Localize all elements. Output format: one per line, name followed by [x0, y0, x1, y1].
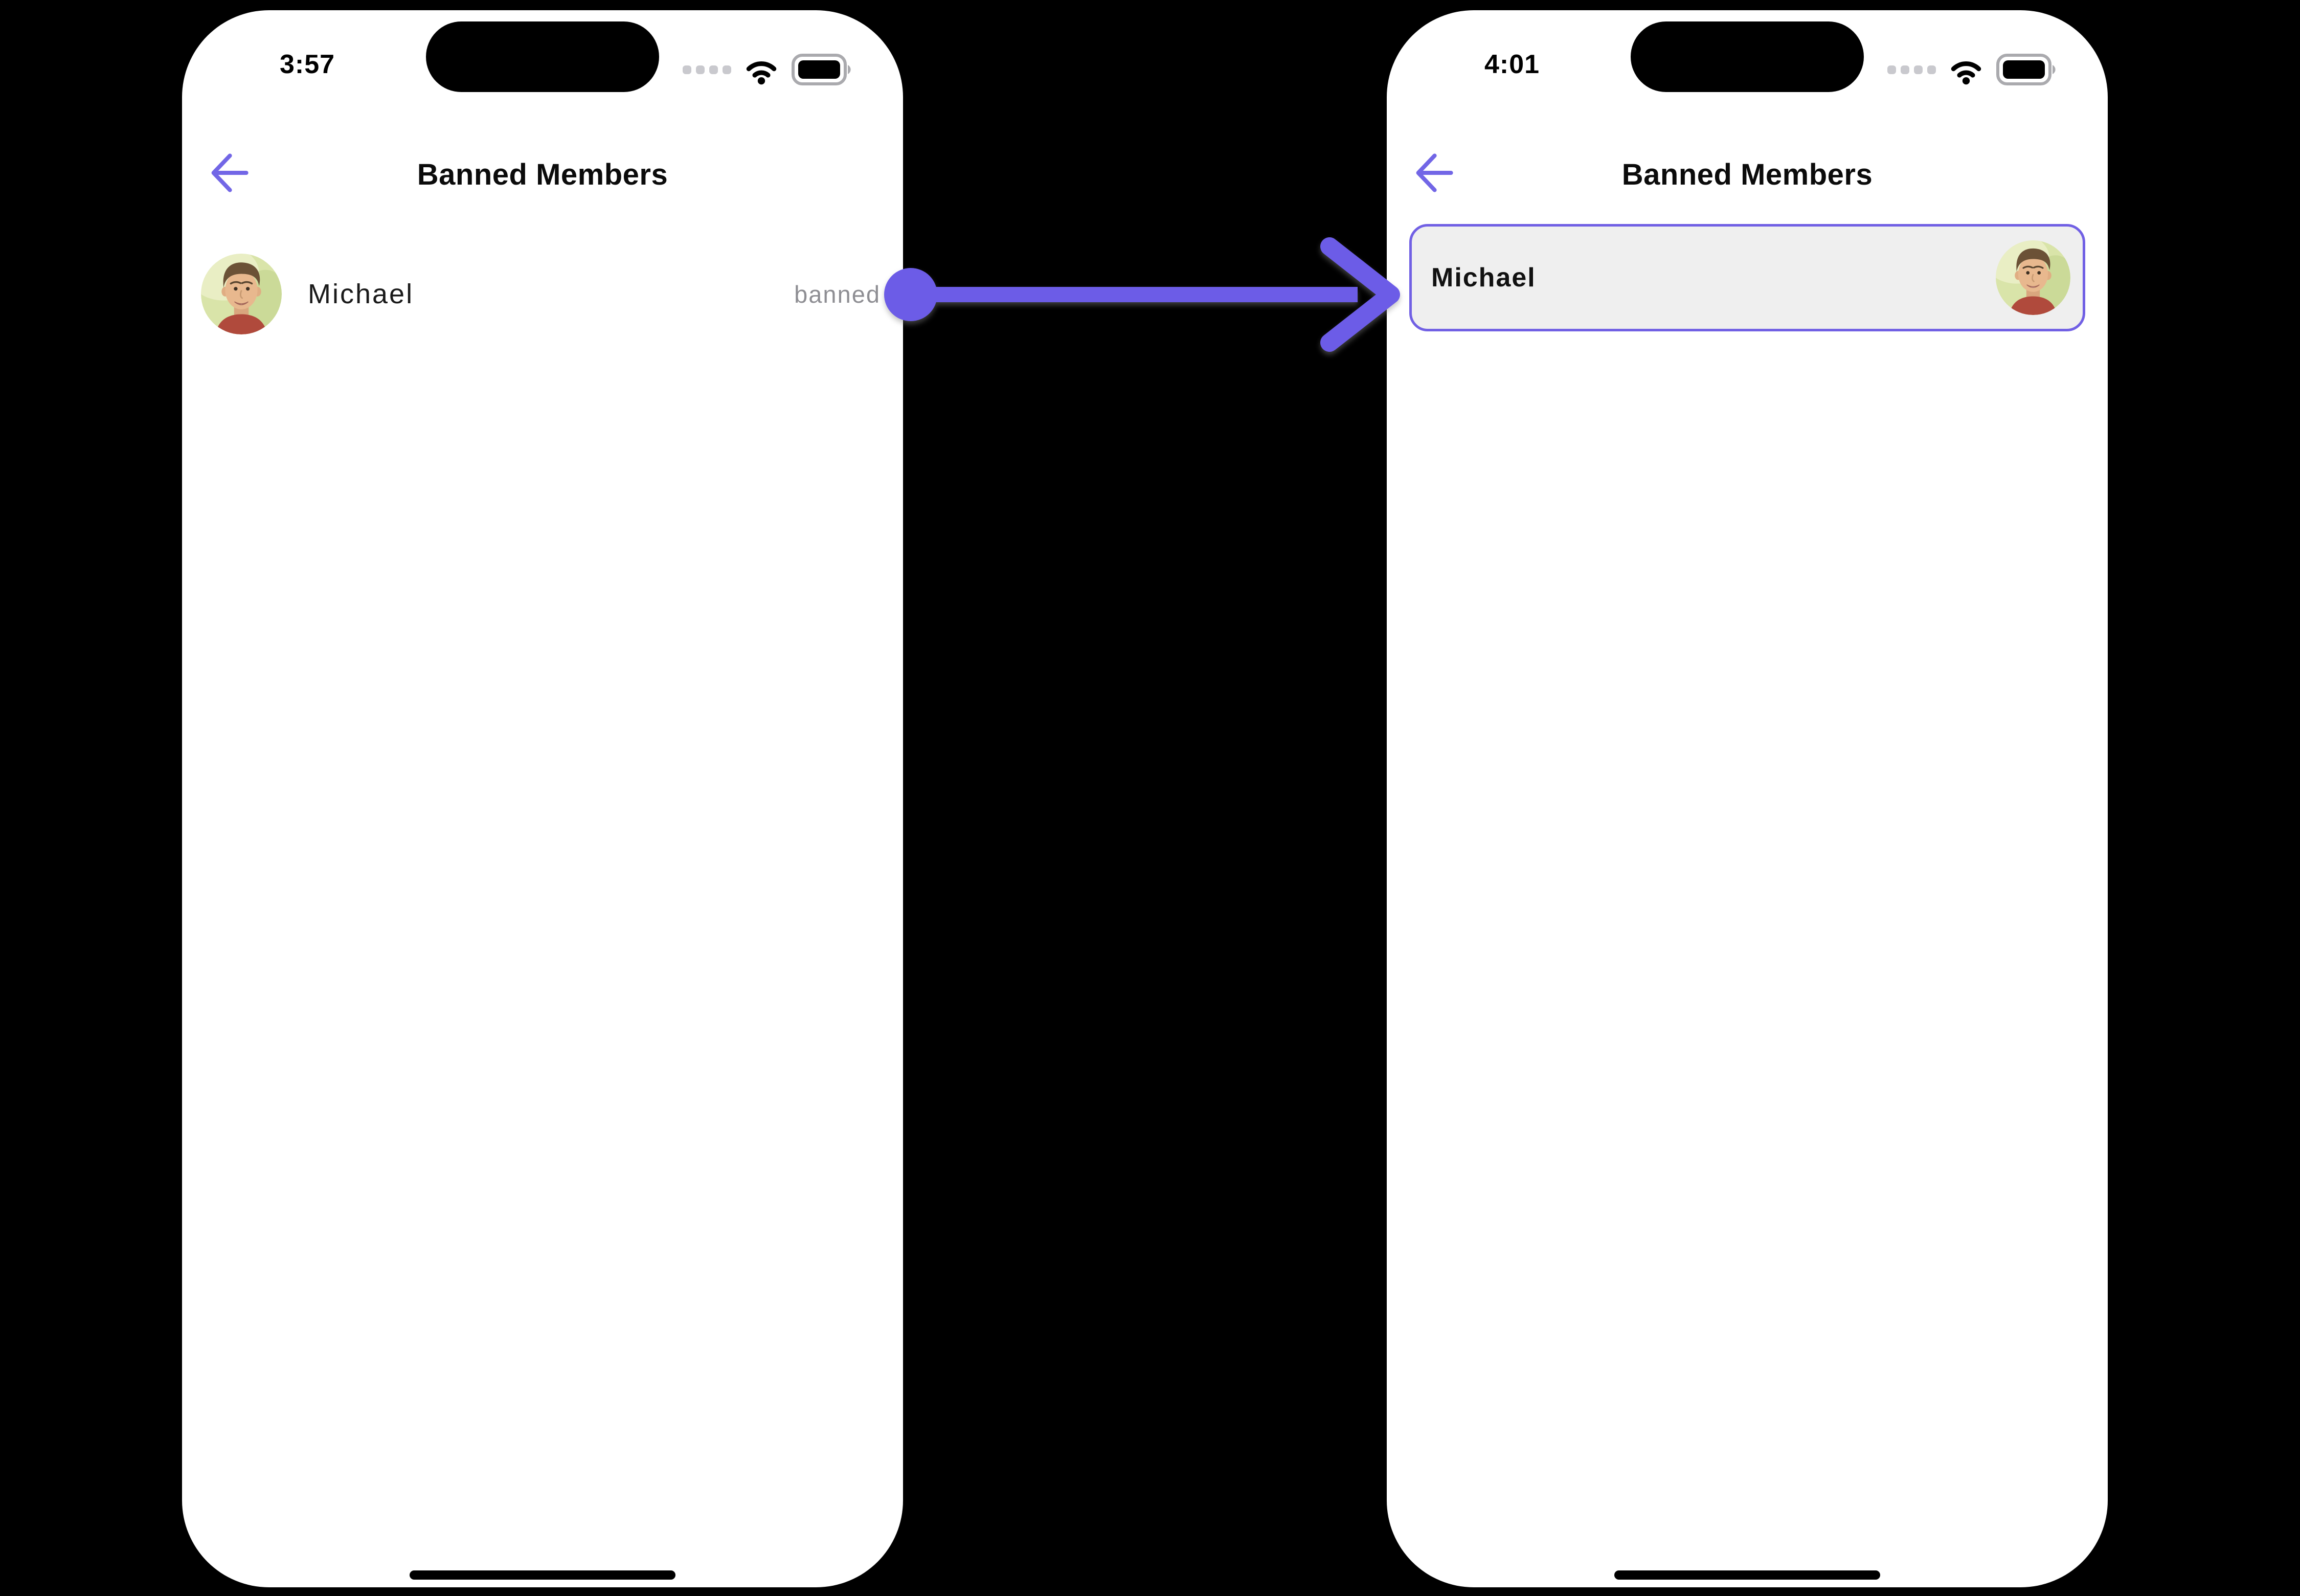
back-button[interactable] [209, 149, 250, 196]
phone-screen-after: 4:01 Banned Members Michael [1387, 10, 2108, 1587]
wifi-icon [1951, 61, 1981, 85]
member-status-badge: banned [794, 281, 881, 308]
back-button[interactable] [1413, 149, 1454, 196]
cellular-dots-icon [1887, 65, 1936, 74]
wifi-icon [746, 61, 777, 85]
status-time: 3:57 [279, 50, 335, 79]
battery-full-icon [1996, 54, 2056, 85]
phone-screen-before: 3:57 Banned Members [182, 10, 903, 1587]
status-icons [1887, 53, 2059, 86]
status-icons [683, 53, 854, 86]
home-indicator-bar [1614, 1570, 1880, 1580]
member-name: Michael [308, 279, 414, 309]
member-name: Michael [1431, 263, 1536, 293]
dynamic-island [1631, 21, 1864, 92]
page-title: Banned Members [1621, 158, 1873, 191]
dynamic-island [426, 21, 659, 92]
cellular-dots-icon [683, 65, 731, 74]
member-avatar [201, 254, 282, 334]
member-avatar [1996, 240, 2070, 315]
banned-member-card[interactable]: Michael [1409, 224, 2085, 331]
status-time: 4:01 [1484, 50, 1540, 79]
arrow-right-annotation [884, 237, 1400, 352]
battery-full-icon [792, 54, 851, 85]
banned-member-row[interactable]: Michael banned [182, 243, 903, 346]
home-indicator-bar [410, 1570, 675, 1580]
page-title: Banned Members [417, 158, 668, 191]
